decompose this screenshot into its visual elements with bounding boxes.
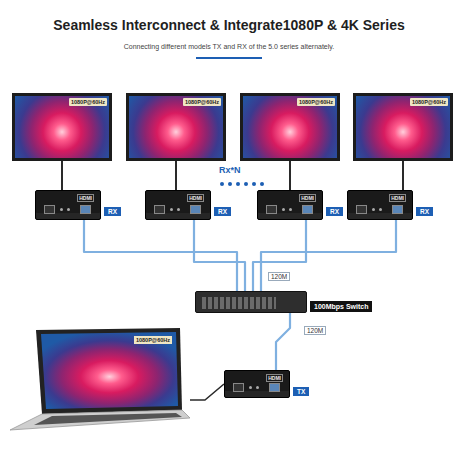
hdmi-port	[356, 205, 367, 214]
status-led	[256, 386, 259, 389]
hdmi-port	[44, 205, 55, 214]
network-port	[80, 205, 91, 214]
laptop-base	[10, 410, 190, 430]
hdmi-port	[266, 205, 277, 214]
device-badge: RX	[416, 207, 433, 216]
receiver-box: HDMIRX	[35, 190, 101, 220]
display-monitor: 1080P@60Hz	[12, 93, 112, 161]
status-led	[289, 208, 292, 211]
network-cable	[289, 161, 291, 190]
subtitle-text: Connecting different models TX and RX of…	[0, 43, 458, 50]
network-cable	[84, 220, 237, 291]
port-label: HDMI	[266, 374, 283, 382]
network-port	[392, 205, 403, 214]
network-cable	[402, 161, 404, 190]
resolution-badge: 1080P@60Hz	[69, 98, 107, 106]
network-port	[190, 205, 201, 214]
device-badge: TX	[293, 387, 309, 396]
resolution-badge: 1080P@60Hz	[183, 98, 221, 106]
network-port	[269, 383, 280, 392]
laptop-computer: 1080P@60Hz	[8, 328, 190, 432]
status-led	[60, 208, 63, 211]
network-cable	[61, 161, 63, 190]
status-led	[249, 386, 252, 389]
dot	[220, 182, 224, 186]
title-underline	[196, 57, 262, 59]
dot	[252, 182, 256, 186]
resolution-badge: 1080P@60Hz	[134, 336, 172, 344]
laptop-lid	[36, 328, 182, 414]
display-monitor: 1080P@60Hz	[240, 93, 340, 161]
receiver-box: HDMIRX	[257, 190, 323, 220]
status-led	[177, 208, 180, 211]
port-label: HDMI	[77, 194, 94, 202]
hdmi-port	[154, 205, 165, 214]
status-led	[170, 208, 173, 211]
receiver-box: HDMIRX	[145, 190, 211, 220]
dot	[236, 182, 240, 186]
port-label: HDMI	[389, 194, 406, 202]
network-cable	[276, 313, 290, 370]
dot	[228, 182, 232, 186]
diagram-title: Seamless Interconnect & Integrate1080P &…	[0, 17, 458, 33]
network-cable	[261, 220, 396, 291]
display-monitor: 1080P@60Hz	[126, 93, 226, 161]
network-cable	[194, 220, 245, 291]
receiver-box: HDMIRX	[347, 190, 413, 220]
transmitter-box: HDMITX	[224, 370, 290, 398]
network-switch: 100Mbps Switch	[195, 291, 307, 313]
switch-badge: 100Mbps Switch	[310, 301, 372, 312]
status-led	[379, 208, 382, 211]
device-badge: RX	[104, 207, 121, 216]
continuation-dots	[220, 182, 264, 186]
port-label: HDMI	[187, 194, 204, 202]
device-badge: RX	[214, 207, 231, 216]
resolution-badge: 1080P@60Hz	[410, 98, 448, 106]
status-led	[67, 208, 70, 211]
network-cable	[175, 161, 177, 190]
network-port	[302, 205, 313, 214]
resolution-badge: 1080P@60Hz	[297, 98, 335, 106]
display-monitor: 1080P@60Hz	[353, 93, 453, 161]
status-led	[372, 208, 375, 211]
status-led	[282, 208, 285, 211]
cable-length-label: 120M	[304, 326, 326, 335]
laptop-keyboard	[34, 413, 182, 425]
laptop-screen	[41, 332, 178, 409]
device-badge: RX	[326, 207, 343, 216]
port-label: HDMI	[299, 194, 316, 202]
cable-length-label: 120M	[268, 272, 290, 281]
dot	[260, 182, 264, 186]
receiver-count-label: Rx*N	[219, 165, 241, 175]
hdmi-port	[233, 383, 244, 392]
network-cable	[190, 384, 224, 400]
dot	[244, 182, 248, 186]
